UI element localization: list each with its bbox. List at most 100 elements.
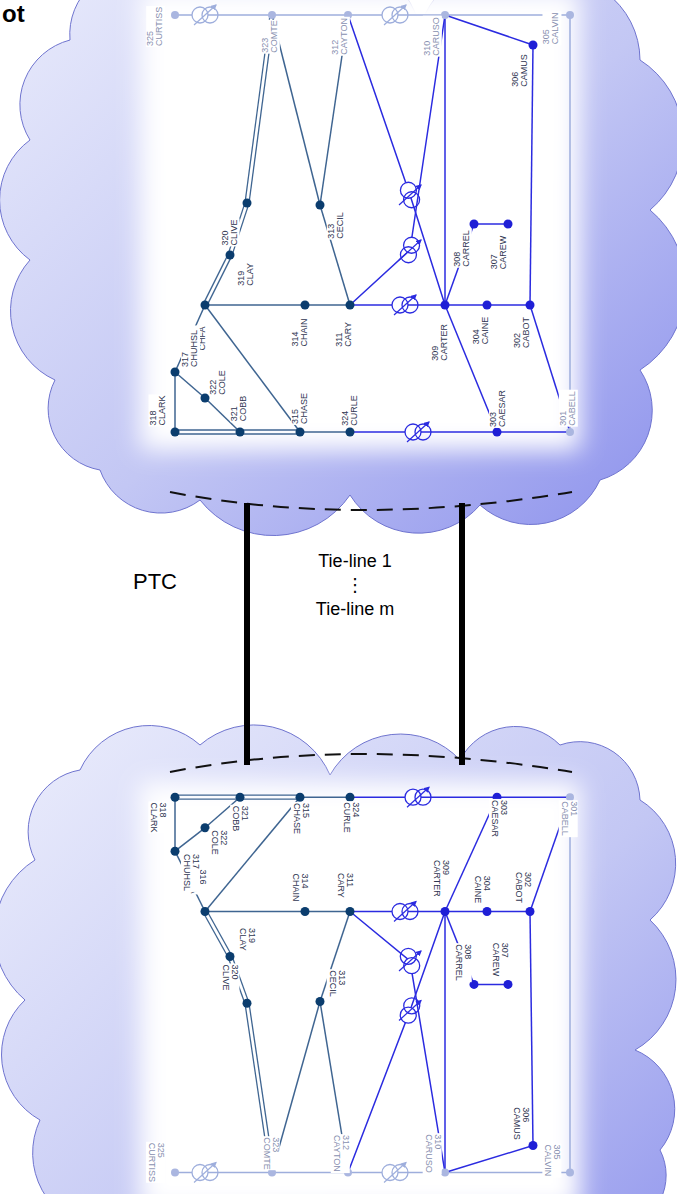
bus-label: 305 CALVIN: [542, 1144, 561, 1178]
phase-shifter-symbol: [382, 5, 408, 25]
bus-label: 322 COLE: [208, 369, 227, 396]
bus-dot: [171, 11, 179, 19]
bus-dot: [566, 428, 574, 436]
bus-dot: [483, 301, 492, 310]
bus-label: 304 CAINE: [472, 874, 491, 904]
bus-dot: [301, 301, 310, 310]
dashed-boundary: [170, 754, 572, 772]
bus-label: 302 CABOT: [513, 315, 532, 348]
bus-label: 318 CLARK: [149, 801, 168, 833]
transmission-line: [240, 799, 300, 800]
bus-dot: [504, 220, 513, 229]
bus-label: 309 CARTER: [430, 323, 449, 362]
bus-label: 311 CARY: [334, 872, 353, 899]
cloud-region: [0, 725, 676, 1194]
transmission-line: [320, 205, 350, 305]
bus-label: 324 CURLE: [340, 801, 359, 834]
bus-label: 303 CAESAR: [489, 388, 508, 427]
phase-shifter-symbol: [392, 295, 418, 315]
phase-shifter-symbol: [392, 902, 418, 922]
bus-label: 306 CAMUS: [510, 1106, 529, 1141]
bus-label: 318 CLARK: [149, 394, 168, 426]
transmission-line: [174, 372, 176, 432]
phase-shifter-symbol: [405, 787, 431, 807]
bus-dot: [296, 793, 305, 802]
transmission-line: [320, 912, 350, 1002]
bus-network: [171, 5, 575, 442]
bus-dot: [226, 952, 235, 961]
transmission-line: [487, 911, 530, 913]
bus-label: 325 CURTISS: [146, 1142, 165, 1183]
bus-dot: [201, 907, 210, 916]
network-panel: [140, 0, 580, 450]
transmission-line: [207, 911, 232, 956]
bus-label: 308 CARREL: [452, 943, 471, 982]
transmission-line: [175, 372, 205, 398]
transmission-line: [240, 433, 300, 434]
bus-dot: [226, 251, 235, 260]
transmission-line: [240, 795, 300, 796]
bus-label: 312 CAYTON: [330, 17, 349, 56]
bus-dot: [346, 428, 355, 437]
transmission-line: [445, 304, 487, 306]
transmission-line: [175, 429, 240, 430]
bus-dot: [236, 428, 245, 437]
bus-dot: [483, 907, 492, 916]
bus-dot: [171, 847, 180, 856]
transmission-line: [444, 15, 446, 305]
bus-dot: [346, 301, 355, 310]
cloud-region: [0, 0, 677, 536]
bus-dot: [268, 11, 276, 19]
phase-arrow: [384, 5, 406, 25]
transformer-coil: [400, 1007, 416, 1023]
bus-dot: [441, 907, 450, 916]
phase-arrow: [194, 5, 216, 25]
tie-line-bar: [244, 503, 250, 765]
network-panel: [140, 782, 580, 1194]
tie-line-text: ⋮: [316, 573, 394, 597]
phase-arrow: [394, 295, 416, 315]
transmission-line: [350, 15, 445, 305]
bus-label: 319 CLAY: [236, 262, 255, 287]
transmission-line: [305, 304, 350, 306]
transmission-line: [240, 429, 300, 430]
transmission-line: [203, 912, 228, 957]
bus-label: 321 COBB: [230, 805, 249, 833]
bus-label: 312 CAYTON: [330, 1134, 349, 1173]
title: ot: [2, 0, 25, 28]
transmission-line: [175, 1172, 272, 1174]
bus-label: 324 CURLE: [340, 394, 359, 427]
bus-dot: [316, 201, 325, 210]
bus-dot: [301, 907, 310, 916]
bus-label: 320 CLIVE: [221, 218, 240, 246]
bus-dot: [566, 11, 574, 19]
bus-label: 305 CALVIN: [542, 11, 561, 45]
bus-label: 323 COMTE: [261, 19, 280, 53]
transmission-line: [305, 911, 350, 913]
transmission-line: [474, 984, 508, 986]
transmission-line: [569, 797, 571, 1172]
transmission-line: [205, 304, 305, 306]
bus-label: 307 CAREW: [490, 234, 509, 270]
transmission-line: [272, 14, 348, 16]
transmission-line: [569, 15, 571, 432]
transmission-line: [207, 256, 232, 306]
bus-label: 315 CHASE: [291, 802, 310, 835]
bus-dot: [171, 368, 180, 377]
bus-label: 310 CARUSO: [422, 1133, 441, 1174]
bus-label: 322 COLE: [208, 829, 227, 856]
transmission-line: [175, 828, 205, 851]
transformer-coil: [404, 237, 420, 253]
bus-label: 325 CURTISS: [146, 5, 165, 46]
bus-dot: [316, 997, 325, 1006]
phase-arrow: [394, 902, 416, 922]
bus-label: 309 CARTER: [430, 859, 449, 898]
bus-dot: [441, 301, 450, 310]
bus-label: 313 CECIL: [326, 969, 345, 998]
bus-label: 313 CECIL: [326, 211, 345, 240]
transmission-line: [174, 797, 176, 851]
transmission-line: [497, 796, 570, 798]
bus-dot: [236, 793, 245, 802]
bus-label: 317 CHUHSL: [181, 853, 200, 892]
transmission-line: [530, 45, 533, 305]
